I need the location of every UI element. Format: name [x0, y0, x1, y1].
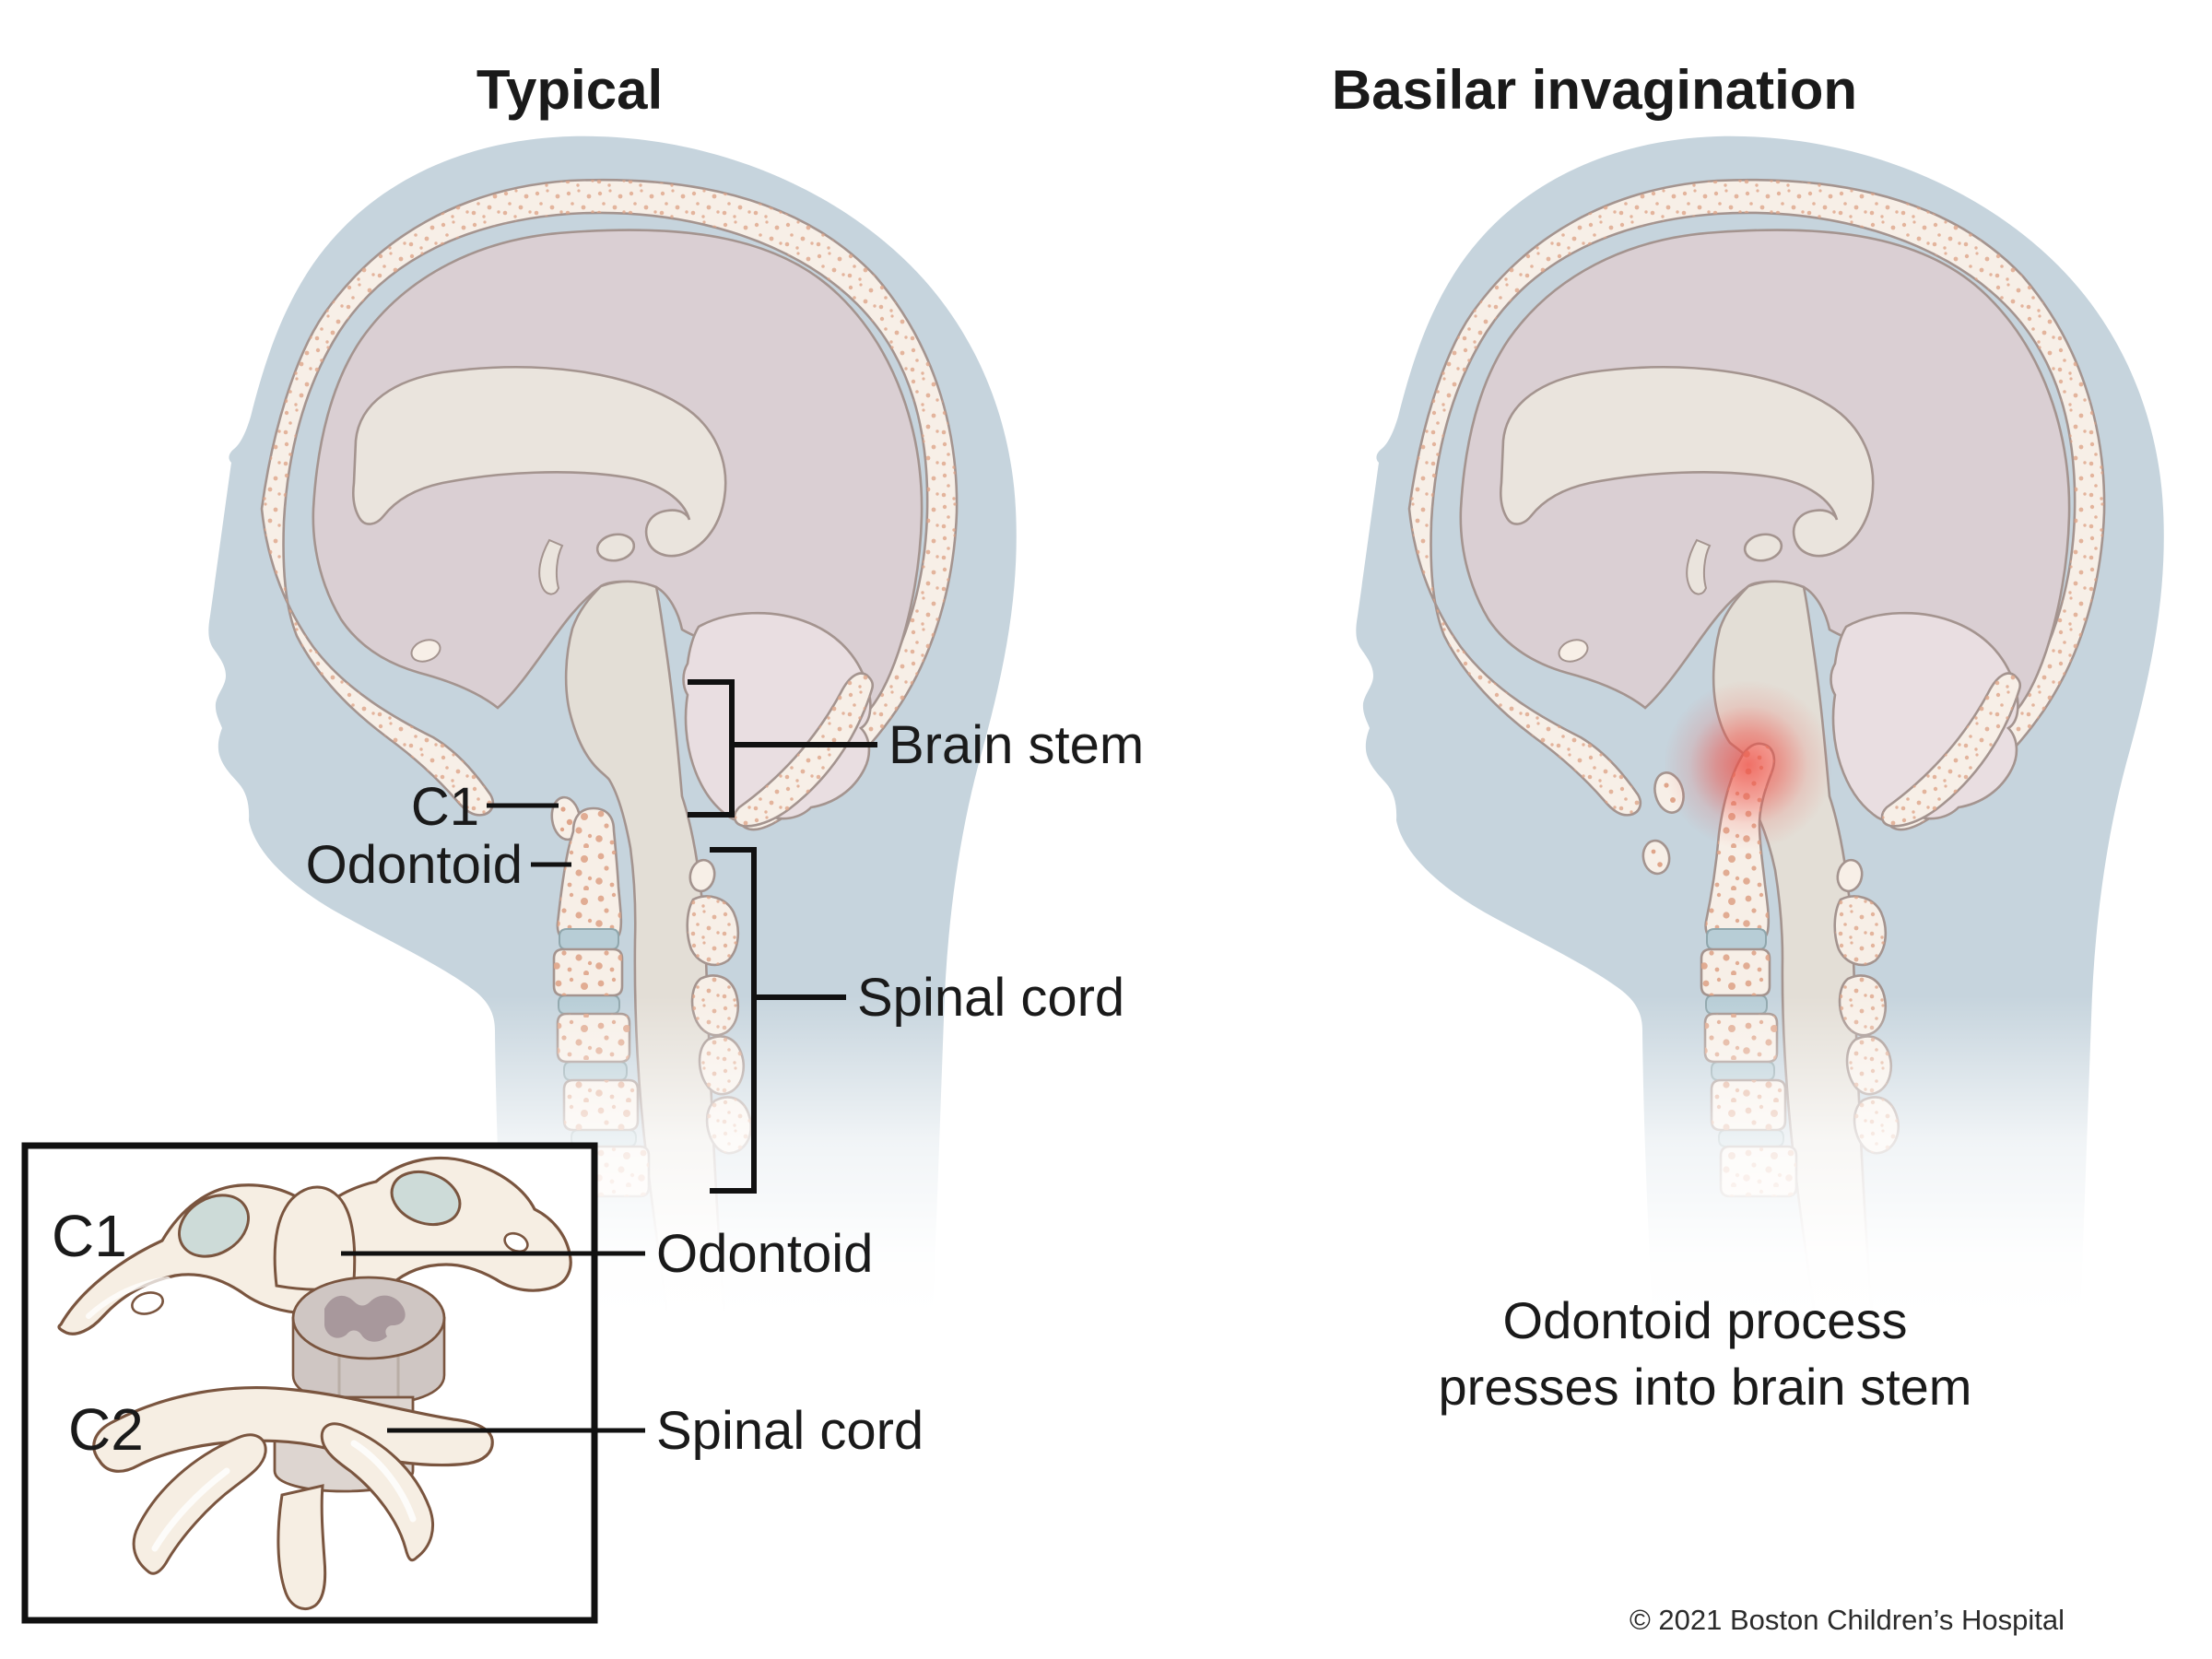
- inset-label-c2: C2: [68, 1396, 144, 1463]
- label-c1: C1: [411, 777, 479, 837]
- label-odontoid: Odontoid: [306, 835, 523, 895]
- inset-cord-butterfly: [324, 1295, 406, 1342]
- inset-c2-spinous-tip: [276, 1484, 327, 1610]
- inset-c2-right-limb: [320, 1422, 434, 1562]
- caption-odontoid-process: Odontoid process presses into brain stem: [1439, 1291, 1972, 1416]
- inset-label-c1: C1: [52, 1203, 127, 1269]
- compression-glow: [1664, 680, 1833, 850]
- title-typical: Typical: [477, 59, 663, 121]
- fornix: [1686, 538, 1712, 595]
- corpus-callosum: [351, 366, 727, 558]
- title-basilar-invagination: Basilar invagination: [1332, 59, 1857, 121]
- copyright-notice: © 2021 Boston Children’s Hospital: [1630, 1604, 2065, 1636]
- fornix: [538, 538, 564, 595]
- inset-label-spinal-cord: Spinal cord: [656, 1401, 924, 1461]
- inset-c2-left-limb: [132, 1433, 267, 1575]
- caption-line1: Odontoid process: [1503, 1291, 1908, 1349]
- corpus-callosum: [1499, 366, 1875, 558]
- brain-stem-bracket: [688, 679, 735, 818]
- spinal-cord-bracket: [710, 847, 757, 1194]
- label-spinal-cord: Spinal cord: [857, 968, 1124, 1028]
- label-brain-stem: Brain stem: [888, 715, 1144, 775]
- left-figure-annotation-lines: [487, 679, 877, 1194]
- inset-c2-arch: [92, 1386, 494, 1473]
- inset-label-odontoid: Odontoid: [656, 1224, 873, 1284]
- caption-line2: presses into brain stem: [1439, 1358, 1972, 1416]
- inset-c1-c2-illustration: [57, 1156, 572, 1610]
- inset-box: C1 C2 Odontoid Spinal cord: [21, 1142, 924, 1624]
